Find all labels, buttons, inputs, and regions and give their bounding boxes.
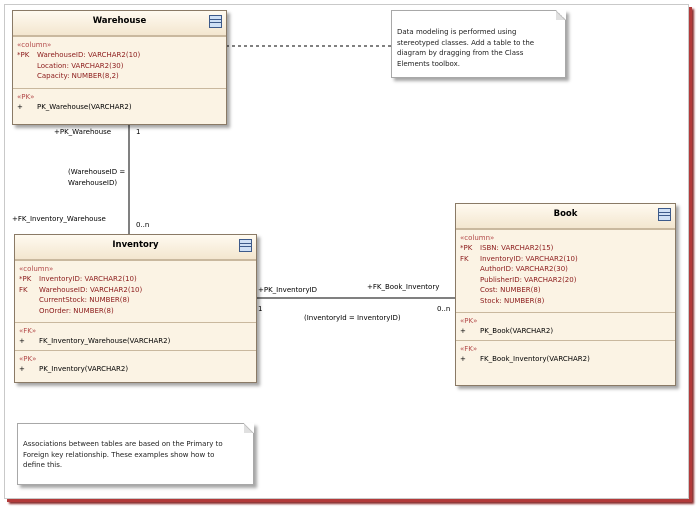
warehouse-pk-operations: «PK» +PK_Warehouse(VARCHAR2) [13, 87, 226, 116]
column-row: OnOrder: NUMBER(8) [39, 306, 114, 315]
fk-book-inventory-multiplicity: 0..n [437, 305, 451, 313]
fk-stereotype: «FK» [460, 344, 478, 353]
warehouse-header: Warehouse [13, 11, 226, 36]
column-stereotype: «column» [19, 265, 54, 273]
note-line: define this. [23, 461, 63, 469]
pk-stereotype: «PK» [17, 92, 35, 101]
book-fk-operations: «FK» +FK_Book_Inventory(VARCHAR2) [456, 339, 675, 368]
column-row: PublisherID: VARCHAR2(20) [480, 275, 577, 284]
table-icon [209, 15, 222, 28]
pk-inventory-multiplicity: 1 [258, 305, 263, 313]
inventory-title: Inventory [112, 240, 159, 250]
inventory-fk-operations: «FK» +FK_Inventory_Warehouse(VARCHAR2) [15, 322, 256, 350]
inventory-header: Inventory [15, 235, 256, 260]
operation-row: +PK_Warehouse(VARCHAR2) [17, 102, 132, 111]
note-fold-icon [556, 10, 566, 20]
join-condition-label: (WarehouseID = [68, 168, 126, 176]
inventory-pk-operations: «PK» +PK_Inventory(VARCHAR2) [15, 349, 256, 378]
operation-row: +FK_Book_Inventory(VARCHAR2) [460, 354, 590, 363]
table-icon [239, 239, 252, 252]
pk-stereotype: «PK» [19, 354, 37, 363]
note-line: Associations between tables are based on… [23, 440, 223, 448]
warehouse-title: Warehouse [92, 16, 147, 26]
book-header: Book [456, 204, 675, 229]
join-condition-label: WarehouseID) [68, 179, 118, 187]
note-line: Foreign key relationship. These examples… [23, 450, 215, 459]
note-line: Data modeling is performed using [397, 28, 517, 36]
column-stereotype: «column» [17, 41, 52, 49]
column-row: CurrentStock: NUMBER(8) [39, 296, 130, 304]
fk-inventory-warehouse-multiplicity: 0..n [136, 221, 150, 229]
pk-warehouse-multiplicity: 1 [136, 128, 141, 136]
operation-row: +PK_Inventory(VARCHAR2) [19, 364, 129, 373]
book-pk-operations: «PK» +PK_Book(VARCHAR2) [456, 312, 675, 340]
operation-row: +PK_Book(VARCHAR2) [460, 327, 554, 335]
note-fold-icon [244, 423, 254, 433]
column-stereotype: «column» [460, 234, 495, 242]
column-row: Cost: NUMBER(8) [480, 286, 541, 294]
pk-warehouse-role-label: +PK_Warehouse [54, 128, 112, 136]
book-title: Book [553, 209, 578, 219]
column-row: AuthorID: VARCHAR2(30) [480, 265, 568, 273]
fk-book-inventory-role-label: +FK_Book_Inventory [367, 283, 440, 291]
fk-stereotype: «FK» [19, 327, 37, 335]
join-condition-label: (InventoryId = InventoryID) [304, 314, 401, 322]
note-data-modeling[interactable]: Data modeling is performed using stereot… [391, 10, 566, 78]
fk-inventory-warehouse-role-label: +FK_Inventory_Warehouse [12, 215, 106, 223]
column-row: Location: VARCHAR2(30) [37, 61, 124, 70]
table-icon [658, 208, 671, 221]
note-line: Elements toolbox. [397, 59, 460, 68]
pk-inventory-role-label: +PK_InventoryID [258, 286, 318, 294]
note-associations[interactable]: Associations between tables are based on… [17, 423, 254, 485]
column-row: Stock: NUMBER(8) [480, 296, 545, 305]
operation-row: +FK_Inventory_Warehouse(VARCHAR2) [19, 337, 171, 345]
pk-stereotype: «PK» [460, 317, 478, 325]
note-line: stereotyped classes. Add a table to the [397, 38, 535, 47]
note-line: diagram by dragging from the Class [397, 49, 524, 57]
column-row: Capacity: NUMBER(8,2) [37, 72, 119, 80]
